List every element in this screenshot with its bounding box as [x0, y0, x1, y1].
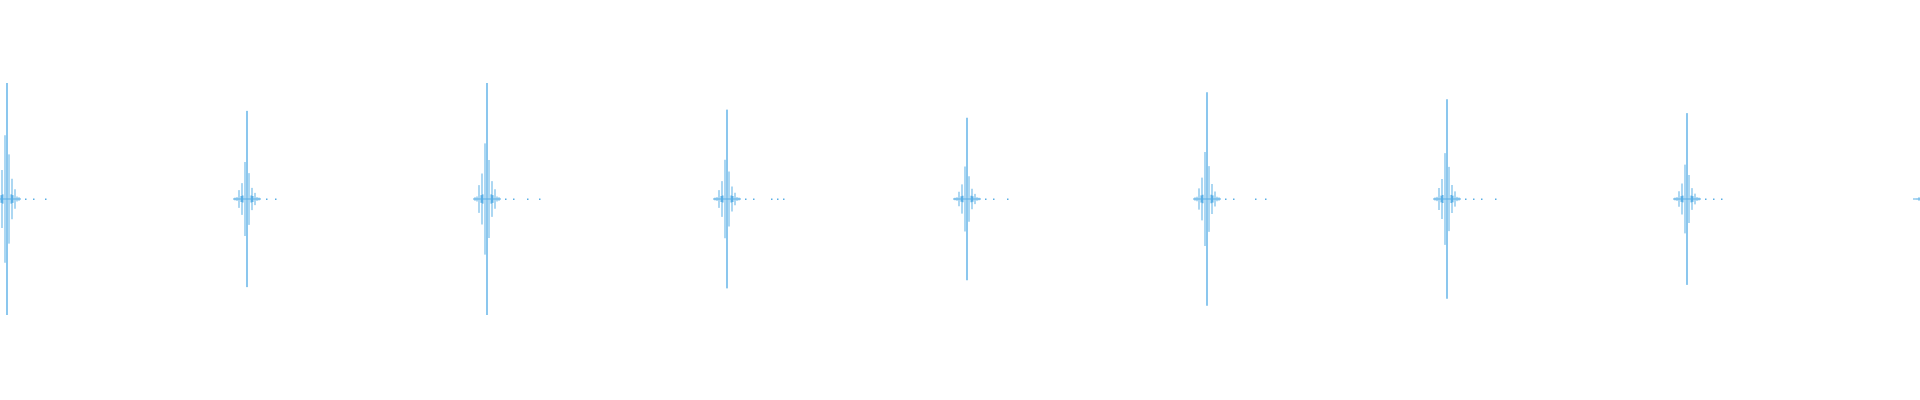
waveform-burst — [1433, 99, 1497, 299]
waveform-burst — [1673, 113, 1723, 285]
waveform-dot — [777, 198, 779, 200]
waveform-dot — [771, 198, 773, 200]
waveform-dot — [783, 198, 785, 200]
waveform-bursts — [0, 83, 1920, 315]
waveform-dot — [505, 198, 507, 200]
waveform-burst — [473, 83, 541, 315]
waveform-dot — [33, 198, 35, 200]
waveform-dot — [539, 198, 541, 200]
waveform-dot — [1007, 198, 1009, 200]
waveform-burst — [1193, 92, 1267, 306]
waveform-dot — [25, 198, 27, 200]
waveform-dot — [513, 198, 515, 200]
waveform-dot — [1481, 198, 1483, 200]
waveform-dot — [275, 198, 277, 200]
waveform-dot — [1225, 198, 1227, 200]
waveform-dot — [527, 198, 529, 200]
waveform-burst — [233, 110, 277, 288]
waveform-dot — [985, 198, 987, 200]
waveform-dot — [1721, 198, 1723, 200]
waveform-burst — [953, 117, 1009, 281]
waveform-dot — [1495, 198, 1497, 200]
waveform-dot — [993, 198, 995, 200]
waveform-dot — [1233, 198, 1235, 200]
waveform-dot — [1713, 198, 1715, 200]
waveform-dot — [1255, 198, 1257, 200]
waveform-dot — [1265, 198, 1267, 200]
waveform-dot — [753, 198, 755, 200]
waveform-dot — [1705, 198, 1707, 200]
waveform-burst — [713, 109, 785, 289]
waveform-burst — [0, 83, 47, 315]
waveform-dot — [1465, 198, 1467, 200]
waveform-dot — [266, 198, 268, 200]
waveform-dot — [45, 198, 47, 200]
waveform-burst — [1913, 197, 1920, 201]
waveform-dot — [745, 198, 747, 200]
waveform-dot — [1473, 198, 1475, 200]
